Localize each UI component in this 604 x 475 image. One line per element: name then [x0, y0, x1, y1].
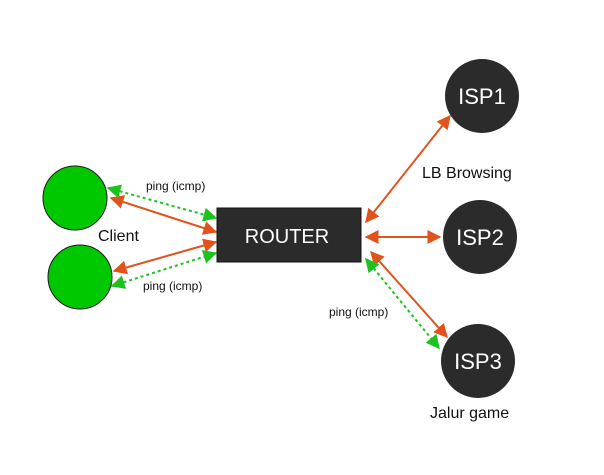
isp3-node	[441, 324, 515, 398]
isp1-node	[445, 59, 519, 133]
router-label: ROUTER	[245, 226, 329, 248]
ping-client-bottom-router	[110, 250, 218, 289]
isp3-label: ISP3	[454, 349, 502, 374]
client-node-bottom	[47, 244, 113, 310]
link-router-isp3	[370, 250, 448, 339]
ping-label-top: ping (icmp)	[146, 179, 205, 193]
ping-router-isp3	[365, 257, 440, 350]
jalur-game-label: Jalur game	[430, 405, 509, 422]
link-router-isp1	[365, 114, 451, 224]
isp2-label: ISP2	[456, 225, 504, 250]
client-node-top	[42, 165, 108, 231]
lb-browsing-label: LB Browsing	[422, 165, 512, 182]
ping-label-isp3: ping (icmp)	[329, 305, 388, 319]
client-label: Client	[98, 228, 139, 245]
isp1-label: ISP1	[458, 84, 506, 109]
router-node	[216, 207, 362, 263]
ping-label-bottom: ping (icmp)	[143, 279, 202, 293]
ping-client-top-router	[106, 184, 218, 222]
link-client-top-router	[109, 195, 218, 235]
link-client-bottom-router	[112, 238, 218, 275]
isp2-node	[443, 200, 517, 274]
